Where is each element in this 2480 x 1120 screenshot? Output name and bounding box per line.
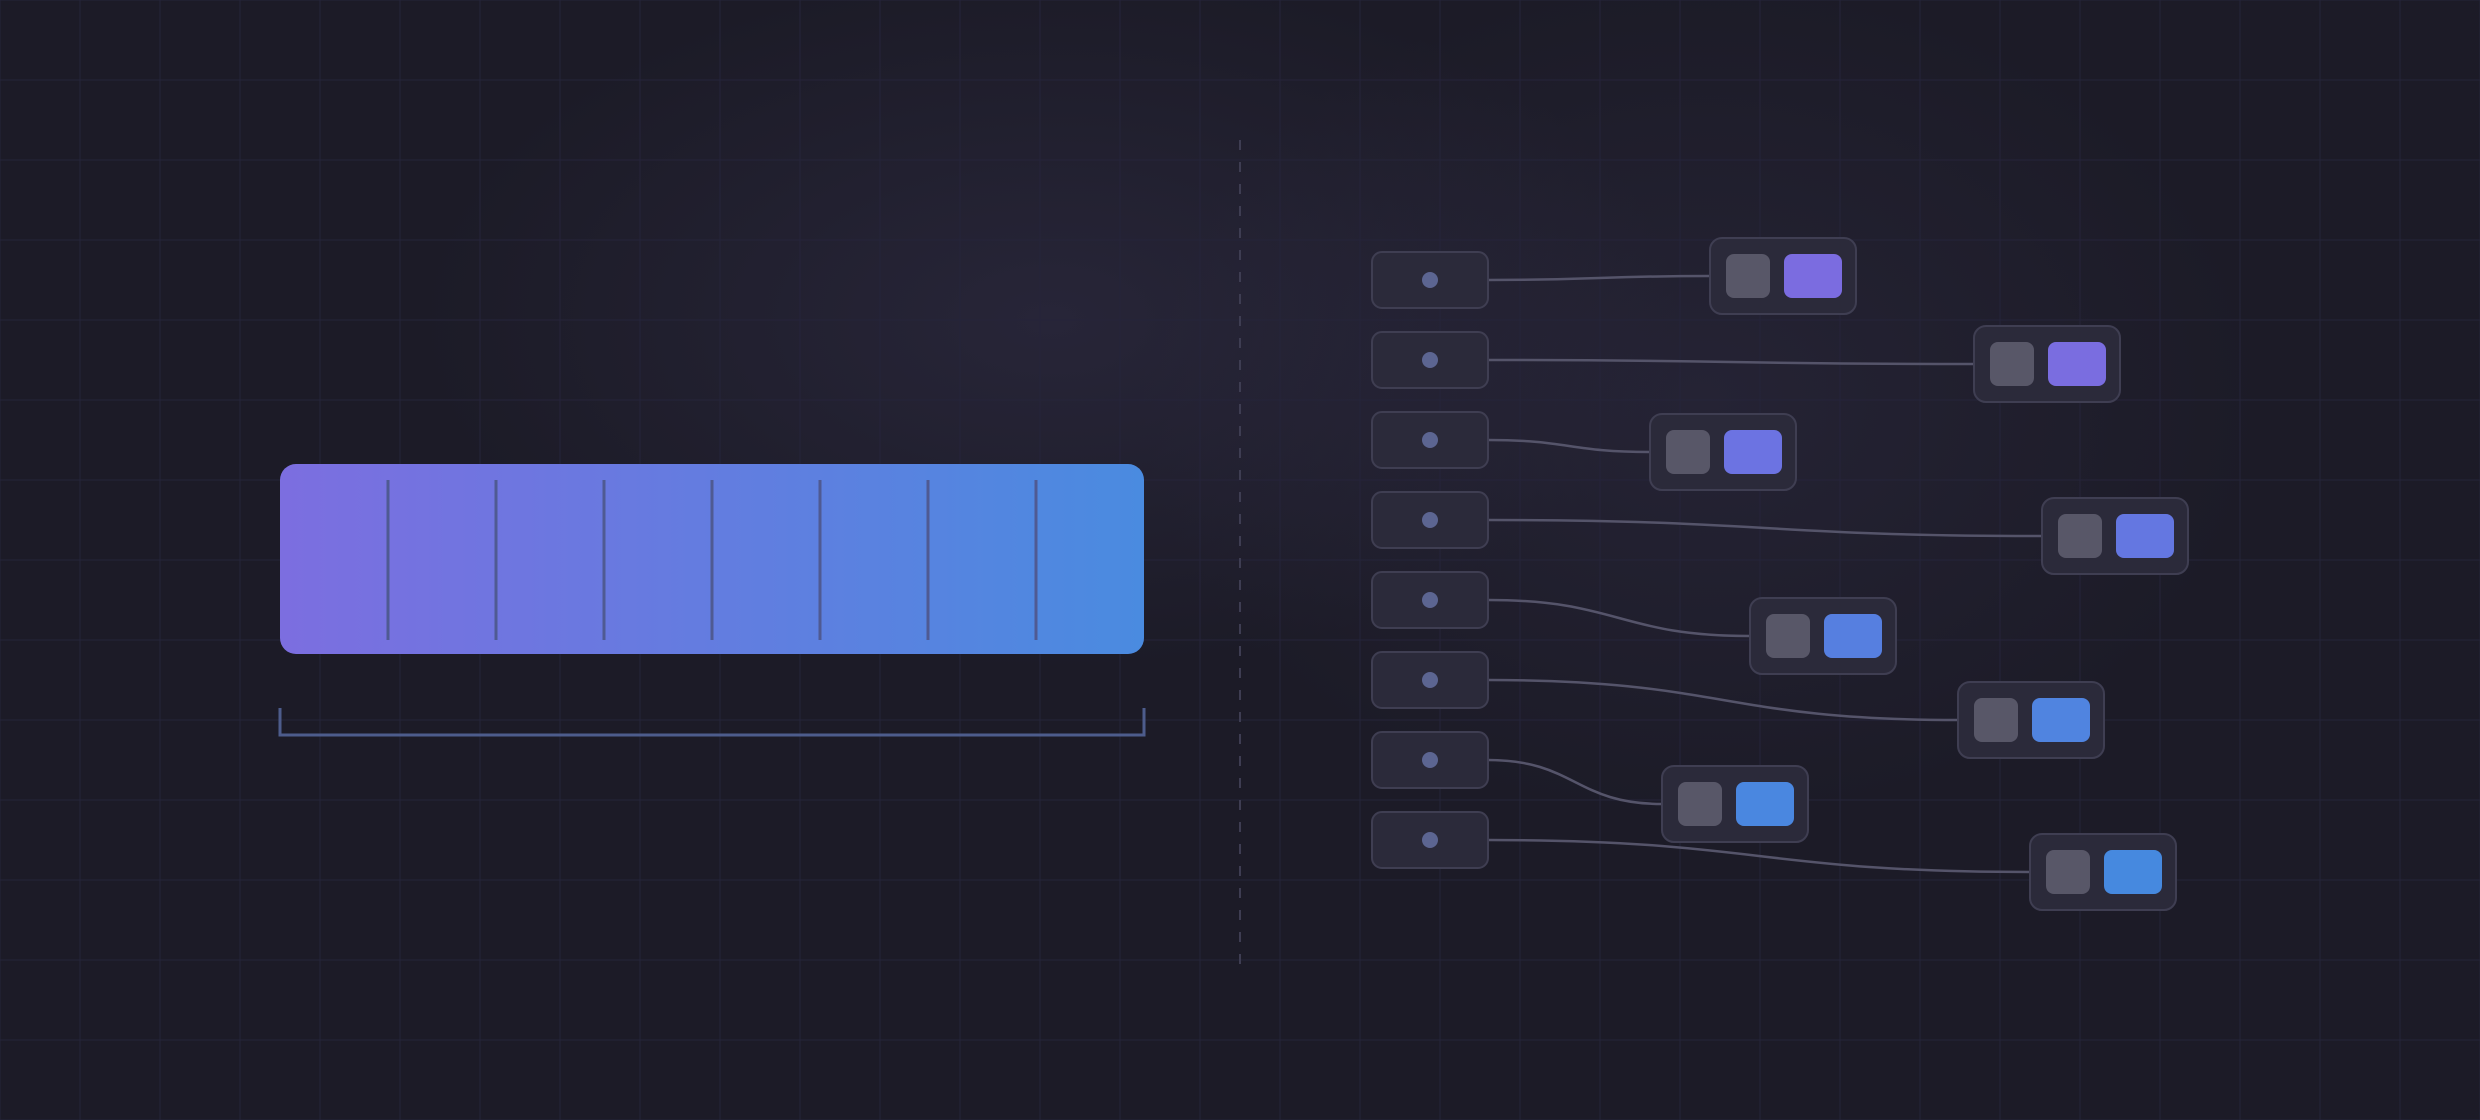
source-node-dot xyxy=(1422,752,1438,768)
target-cell-colored xyxy=(2048,342,2106,386)
target-cell-colored xyxy=(2116,514,2174,558)
source-node-dot xyxy=(1422,672,1438,688)
source-node[interactable] xyxy=(1371,331,1489,389)
target-nodes xyxy=(1649,237,2189,911)
connectors xyxy=(1487,274,2043,874)
source-node-dot xyxy=(1422,512,1438,528)
target-cell-colored xyxy=(1824,614,1882,658)
source-node[interactable] xyxy=(1371,651,1489,709)
target-cell-colored xyxy=(1724,430,1782,474)
source-node-dot xyxy=(1422,832,1438,848)
target-node[interactable] xyxy=(1957,681,2105,759)
source-nodes xyxy=(1371,251,1489,869)
target-node[interactable] xyxy=(2029,833,2177,911)
connector-line xyxy=(1487,598,1751,638)
target-cell-gray xyxy=(1726,254,1770,298)
target-cell-gray xyxy=(1666,430,1710,474)
connector-line xyxy=(1487,518,2043,538)
target-cell-gray xyxy=(2058,514,2102,558)
source-node-dot xyxy=(1422,432,1438,448)
target-cell-gray xyxy=(2046,850,2090,894)
connector-line xyxy=(1487,274,1711,282)
source-node[interactable] xyxy=(1371,411,1489,469)
target-cell-colored xyxy=(2104,850,2162,894)
source-node-dot xyxy=(1422,592,1438,608)
source-node[interactable] xyxy=(1371,491,1489,549)
bar-dividers xyxy=(386,480,1038,640)
target-node[interactable] xyxy=(1749,597,1897,675)
connector-line xyxy=(1487,678,1959,722)
target-cell-colored xyxy=(1736,782,1794,826)
source-node-dot xyxy=(1422,352,1438,368)
source-node[interactable] xyxy=(1371,251,1489,309)
target-node[interactable] xyxy=(1973,325,2121,403)
target-node[interactable] xyxy=(2041,497,2189,575)
target-cell-colored xyxy=(2032,698,2090,742)
source-node[interactable] xyxy=(1371,571,1489,629)
connector-line xyxy=(1487,358,1975,366)
span-bracket xyxy=(278,708,1146,737)
target-node[interactable] xyxy=(1649,413,1797,491)
target-cell-gray xyxy=(1974,698,2018,742)
source-node-dot xyxy=(1422,272,1438,288)
target-cell-gray xyxy=(1678,782,1722,826)
source-node[interactable] xyxy=(1371,731,1489,789)
source-node[interactable] xyxy=(1371,811,1489,869)
target-node[interactable] xyxy=(1709,237,1857,315)
connector-line xyxy=(1487,758,1663,806)
target-cell-gray xyxy=(1766,614,1810,658)
target-cell-colored xyxy=(1784,254,1842,298)
target-cell-gray xyxy=(1990,342,2034,386)
segmented-bar xyxy=(280,464,1144,654)
connector-line xyxy=(1487,838,2031,874)
connector-line xyxy=(1487,438,1651,454)
target-node[interactable] xyxy=(1661,765,1809,843)
